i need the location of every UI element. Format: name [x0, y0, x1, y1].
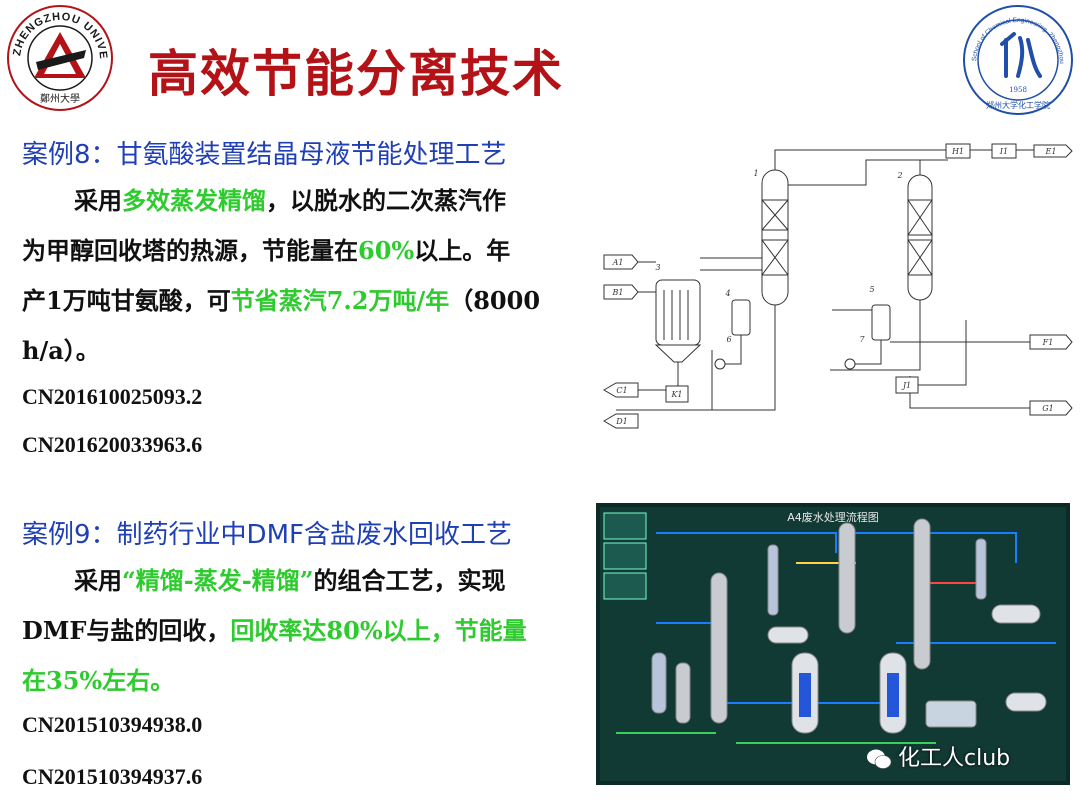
- label-4: 4: [724, 289, 730, 298]
- case8-patent-1: CN201610025093.2: [22, 384, 203, 409]
- highlight-span: “精馏-蒸发-精馏”: [122, 566, 314, 595]
- case8-line3: 产1万吨甘氨酸，可节省蒸汽7.2万吨/年（8000: [22, 276, 592, 326]
- case9-patent-1: CN201510394938.0: [22, 712, 203, 737]
- label-7: 7: [859, 335, 865, 344]
- case8-patent-2: CN201620033963.6: [22, 432, 203, 457]
- stream-b1: B1: [612, 288, 624, 297]
- dcs-screen-photo: A4废水处理流程图: [596, 503, 1070, 785]
- stream-f1: F1: [1042, 338, 1054, 347]
- text-span: 的组合工艺，实现: [313, 566, 506, 595]
- text-span: 采用: [74, 566, 122, 595]
- process-flow-diagram: A1 B1 F1 C1 D1 E1 G1 H1 I1 J1 K1 1 2 3 4…: [603, 143, 1073, 429]
- label-3: 3: [655, 263, 660, 272]
- school-logo-right: School of Chemical Engineering, Zhengzho…: [962, 4, 1073, 115]
- stream-g1: G1: [1042, 404, 1053, 413]
- left-logo-cn: 鄭州大學: [40, 92, 80, 105]
- case9-title: 案例9：制药行业中DMF含盐废水回收工艺: [22, 520, 512, 550]
- text-span: 以上。年: [414, 236, 511, 265]
- stream-d1: D1: [615, 417, 628, 426]
- screen-title: A4废水处理流程图: [787, 510, 879, 524]
- highlight-span: 60%: [358, 236, 415, 265]
- right-logo-cn: 郑州大学化工学院: [986, 100, 1050, 110]
- label-2: 2: [896, 171, 902, 180]
- unit-j1: J1: [901, 381, 911, 390]
- right-logo-year: 1958: [1009, 86, 1027, 94]
- case8-line2: 为甲醇回收塔的热源，节能量在60%以上。年: [22, 226, 592, 276]
- watermark: 化工人club: [866, 740, 1010, 772]
- unit-k1: K1: [670, 390, 682, 399]
- case9-line2: DMF与盐的回收，回收率达80%以上，节能量: [22, 606, 592, 656]
- text-span: 为甲醇回收塔的热源，节能量在: [22, 236, 358, 265]
- highlight-span: 回收率达80%以上，节能量: [230, 616, 527, 645]
- highlight-span: 多效蒸发精馏: [122, 186, 266, 215]
- case9-patent-2: CN201510394937.6: [22, 764, 203, 789]
- stream-e1: E1: [1045, 147, 1057, 156]
- case9-line3: 在35%左右。: [22, 666, 175, 695]
- stream-c1: C1: [616, 386, 627, 395]
- case8-paragraph: 采用多效蒸发精馏，以脱水的二次蒸汽作 为甲醇回收塔的热源，节能量在60%以上。年…: [22, 176, 592, 376]
- page-title: 高效节能分离技术: [148, 44, 564, 103]
- wechat-icon: [866, 748, 892, 770]
- case9-paragraph: 采用“精馏-蒸发-精馏”的组合工艺，实现 DMF与盐的回收，回收率达80%以上，…: [22, 556, 592, 706]
- label-1: 1: [753, 169, 758, 178]
- text-span: 采用: [74, 186, 122, 215]
- label-6: 6: [726, 335, 731, 344]
- highlight-span: 节省蒸汽7.2万吨/年: [230, 286, 450, 315]
- text-span: ，以脱水的二次蒸汽作: [266, 186, 506, 215]
- text-span: DMF与盐的回收，: [22, 616, 231, 645]
- university-logo-left: ZHENGZHOU UNIVERSITY 鄭州大學: [6, 4, 113, 111]
- label-5: 5: [869, 285, 874, 294]
- text-span: 产1万吨甘氨酸，可: [22, 286, 231, 315]
- case8-line1: 采用多效蒸发精馏，以脱水的二次蒸汽作: [22, 176, 592, 226]
- case8-title: 案例8：甘氨酸装置结晶母液节能处理工艺: [22, 140, 507, 170]
- case9-line1: 采用“精馏-蒸发-精馏”的组合工艺，实现: [22, 556, 592, 606]
- stream-a1: A1: [612, 258, 624, 267]
- watermark-text: 化工人club: [898, 746, 1011, 771]
- case8-line4: h/a）。: [22, 336, 100, 365]
- unit-h1: H1: [951, 147, 964, 156]
- unit-i1: I1: [999, 147, 1008, 156]
- text-span: （8000: [449, 286, 541, 315]
